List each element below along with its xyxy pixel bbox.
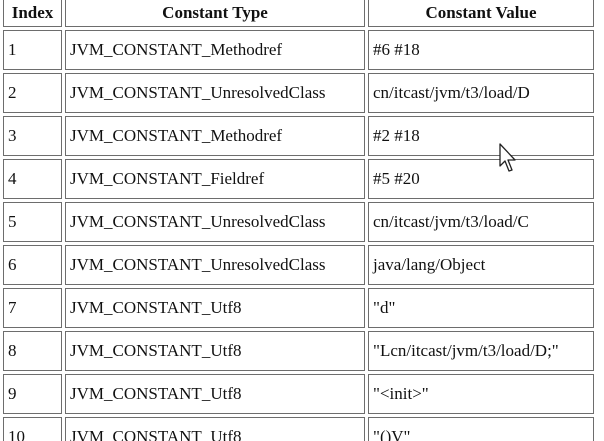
cell-index: 2	[3, 73, 62, 113]
table-row: 1 JVM_CONSTANT_Methodref #6 #18	[3, 30, 594, 70]
cell-constant-type: JVM_CONSTANT_UnresolvedClass	[65, 73, 365, 113]
cell-constant-value: "Lcn/itcast/jvm/t3/load/D;"	[368, 331, 594, 371]
cell-index: 8	[3, 331, 62, 371]
cell-constant-type: JVM_CONSTANT_UnresolvedClass	[65, 202, 365, 242]
cell-constant-value: #5 #20	[368, 159, 594, 199]
cell-index: 6	[3, 245, 62, 285]
cell-constant-type: JVM_CONSTANT_UnresolvedClass	[65, 245, 365, 285]
cell-constant-type: JVM_CONSTANT_Methodref	[65, 116, 365, 156]
cell-index: 1	[3, 30, 62, 70]
cell-index: 9	[3, 374, 62, 414]
cell-constant-value: #2 #18	[368, 116, 594, 156]
cell-constant-type: JVM_CONSTANT_Methodref	[65, 30, 365, 70]
header-index: Index	[3, 0, 62, 27]
cell-index: 3	[3, 116, 62, 156]
table-row: 4 JVM_CONSTANT_Fieldref #5 #20	[3, 159, 594, 199]
cell-constant-value: cn/itcast/jvm/t3/load/C	[368, 202, 594, 242]
table-row: 5 JVM_CONSTANT_UnresolvedClass cn/itcast…	[3, 202, 594, 242]
cell-constant-type: JVM_CONSTANT_Fieldref	[65, 159, 365, 199]
cell-constant-value: "()V"	[368, 417, 594, 441]
mouse-pointer-icon	[499, 143, 516, 172]
cell-index: 7	[3, 288, 62, 328]
cell-index: 5	[3, 202, 62, 242]
cell-constant-type: JVM_CONSTANT_Utf8	[65, 288, 365, 328]
cell-constant-type: JVM_CONSTANT_Utf8	[65, 417, 365, 441]
cell-constant-type: JVM_CONSTANT_Utf8	[65, 374, 365, 414]
cell-constant-value: "d"	[368, 288, 594, 328]
table-row: 3 JVM_CONSTANT_Methodref #2 #18	[3, 116, 594, 156]
header-constant-value: Constant Value	[368, 0, 594, 27]
cell-constant-value: "<init>"	[368, 374, 594, 414]
table-row: 7 JVM_CONSTANT_Utf8 "d"	[3, 288, 594, 328]
table-header-row: Index Constant Type Constant Value	[3, 0, 594, 27]
table-row: 8 JVM_CONSTANT_Utf8 "Lcn/itcast/jvm/t3/l…	[3, 331, 594, 371]
header-constant-type: Constant Type	[65, 0, 365, 27]
cell-constant-value: #6 #18	[368, 30, 594, 70]
table-row: 6 JVM_CONSTANT_UnresolvedClass java/lang…	[3, 245, 594, 285]
cell-constant-value: cn/itcast/jvm/t3/load/D	[368, 73, 594, 113]
table-row: 10 JVM_CONSTANT_Utf8 "()V"	[3, 417, 594, 441]
cell-index: 10	[3, 417, 62, 441]
cell-constant-type: JVM_CONSTANT_Utf8	[65, 331, 365, 371]
table-row: 9 JVM_CONSTANT_Utf8 "<init>"	[3, 374, 594, 414]
table-row: 2 JVM_CONSTANT_UnresolvedClass cn/itcast…	[3, 73, 594, 113]
cell-index: 4	[3, 159, 62, 199]
cell-constant-value: java/lang/Object	[368, 245, 594, 285]
